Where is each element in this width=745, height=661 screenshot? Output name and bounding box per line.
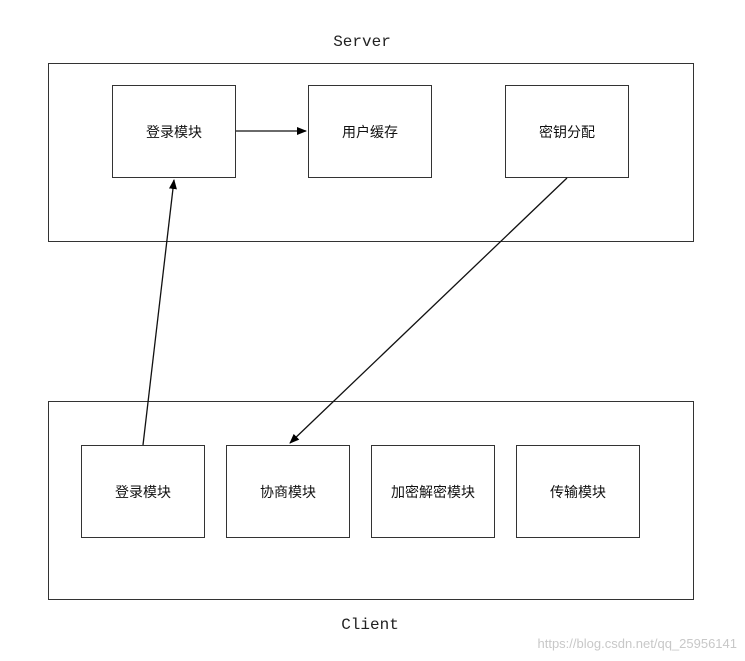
server-login-module: 登录模块 <box>112 85 236 178</box>
server-key-distribution: 密钥分配 <box>505 85 629 178</box>
client-label: Client <box>341 616 399 634</box>
server-user-cache: 用户缓存 <box>308 85 432 178</box>
watermark: https://blog.csdn.net/qq_25956141 <box>537 636 738 651</box>
client-negotiation-module: 协商模块 <box>226 445 350 538</box>
client-crypto-module: 加密解密模块 <box>371 445 495 538</box>
client-login-module: 登录模块 <box>81 445 205 538</box>
server-label: Server <box>333 33 391 51</box>
client-transfer-module: 传输模块 <box>516 445 640 538</box>
